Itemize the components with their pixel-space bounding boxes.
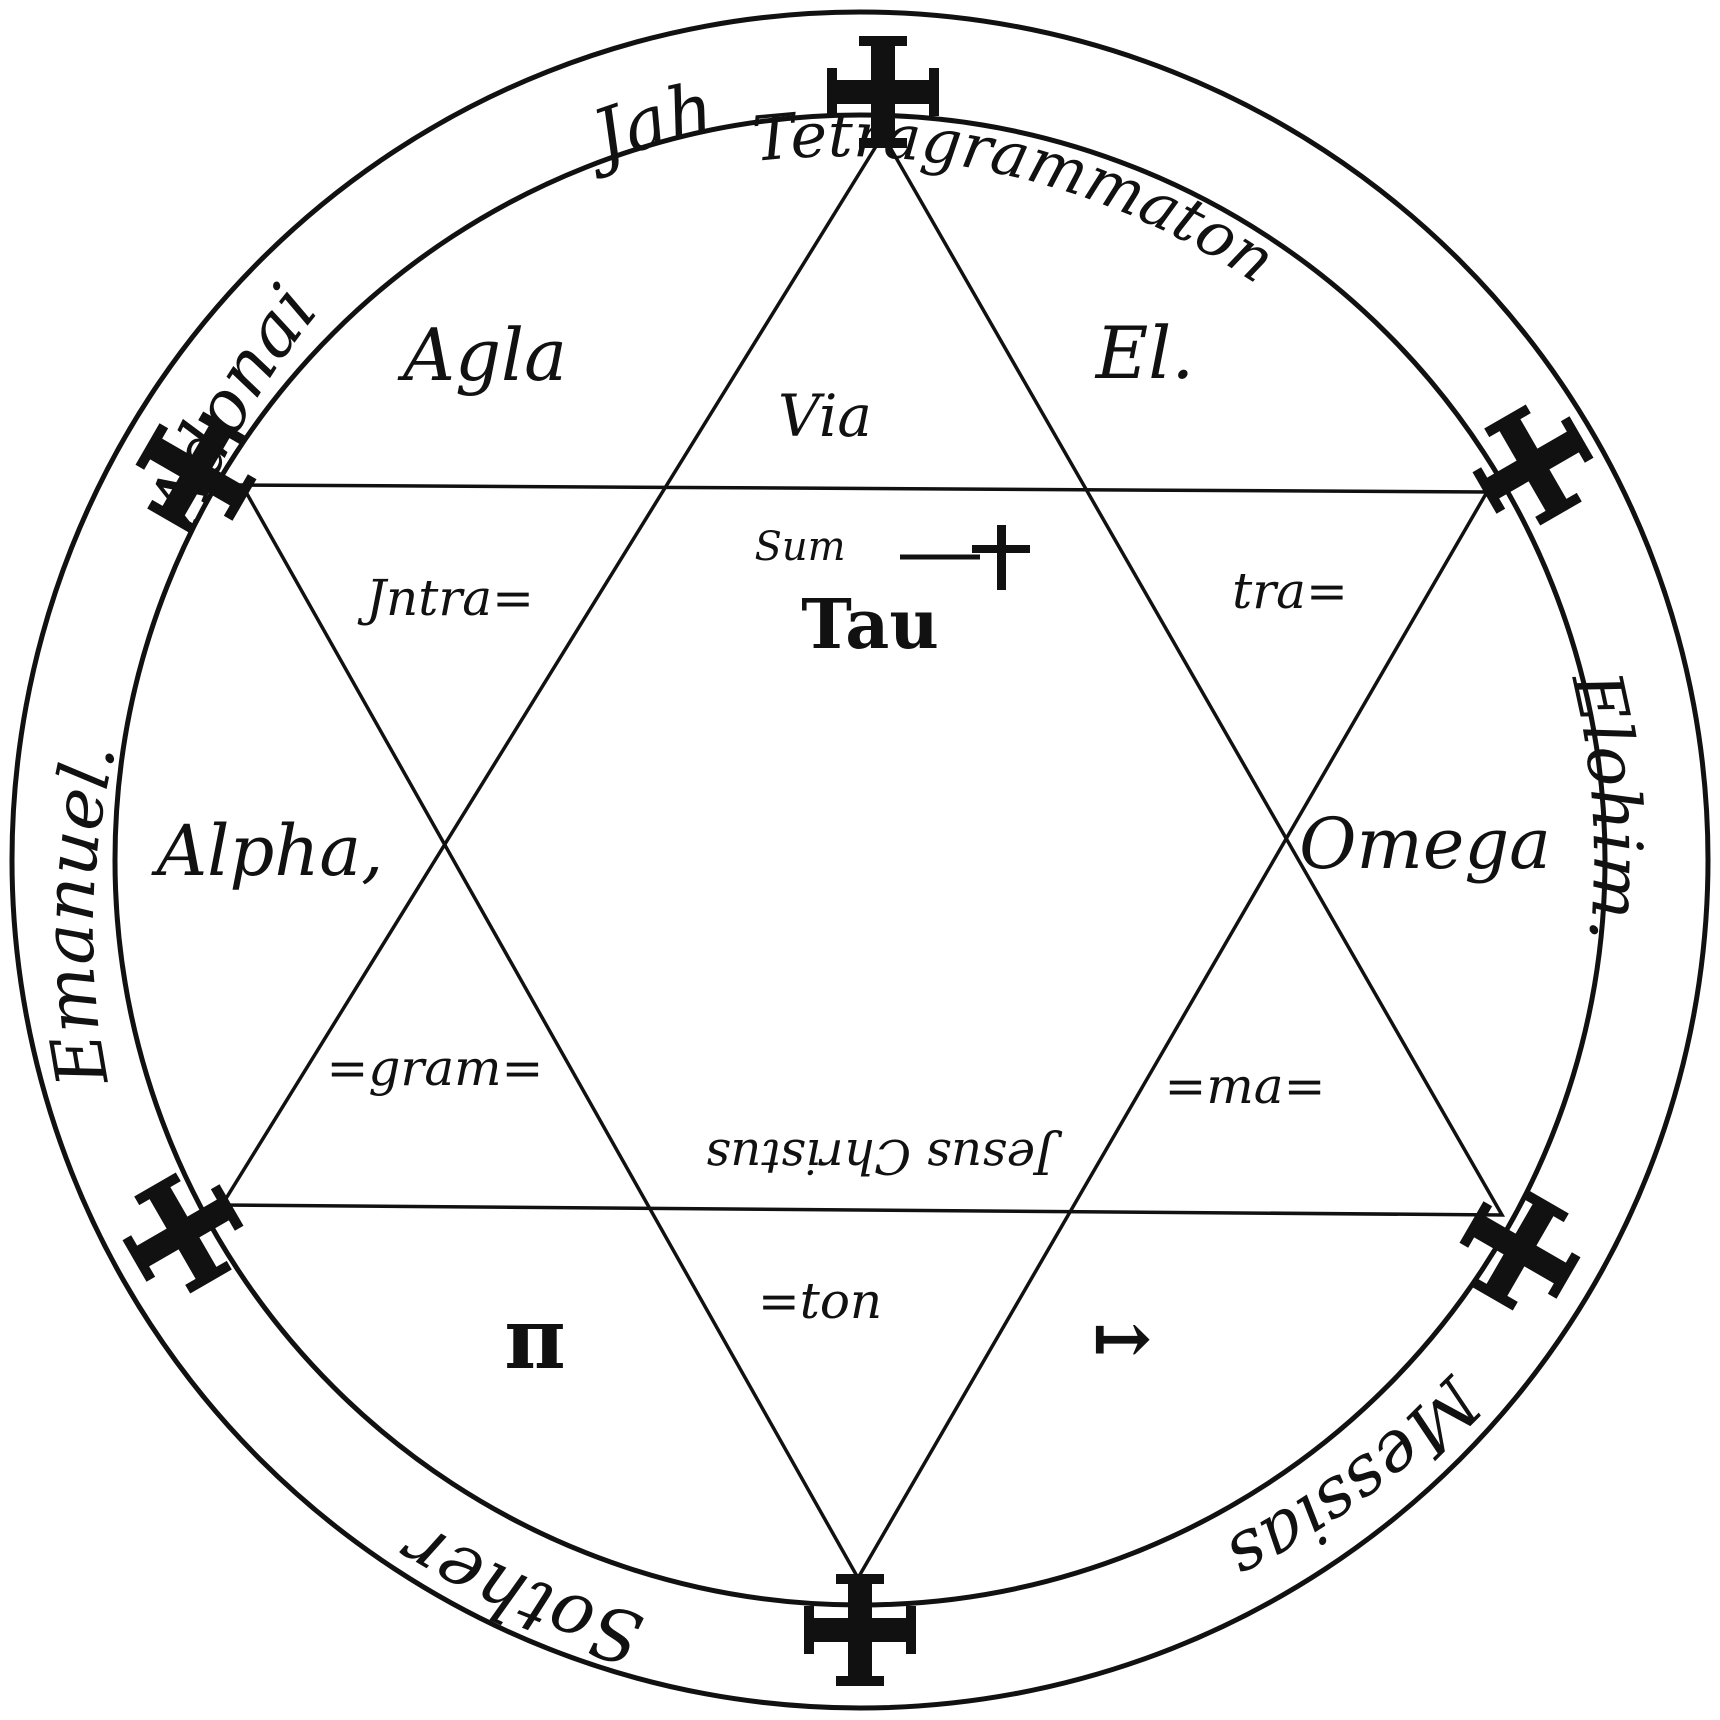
pi-glyph-icon: π [504,1289,565,1388]
word-alpha: Alpha, [151,810,384,892]
cross-potent-icon-bottom [804,1574,916,1686]
word-gram: =gram= [327,1039,544,1097]
word-sum: Sum [754,524,845,570]
latin-cross-icon [972,525,1030,590]
word-via: Via [778,382,872,450]
word-el: El. [1094,311,1194,395]
word-ma: =ma= [1164,1057,1325,1115]
cross-potent-icon-top [827,36,939,148]
word-tau: Tau [801,585,939,665]
arrow-glyph-icon: ↦ [1092,1295,1152,1380]
outer-ring [9,9,1711,1711]
word-jesus-christus: Jesus Christus [706,1128,1064,1184]
downward-triangle [238,483,1491,1582]
word-ton: =ton [758,1272,882,1330]
upward-triangle [218,131,1506,1217]
ring-word-tetragrammaton: Tetragrammaton [750,98,1289,297]
cross-potent-icon-lower-right [1459,1189,1581,1311]
ring-word-messias: Messias [1215,1360,1498,1600]
cross-potent-icon-upper-left [135,411,257,533]
word-agla: Agla [397,313,567,397]
ring-word-elohim: Elohim. [1555,663,1656,946]
ring-word-sother: Sother [384,1505,651,1681]
word-tra: tra= [1232,562,1348,620]
cross-potent-icon-upper-right [1472,404,1594,526]
word-omega: Omega [1299,803,1551,885]
word-intra: Jntra= [357,569,534,627]
cross-potent-icon-lower-left [122,1172,244,1294]
